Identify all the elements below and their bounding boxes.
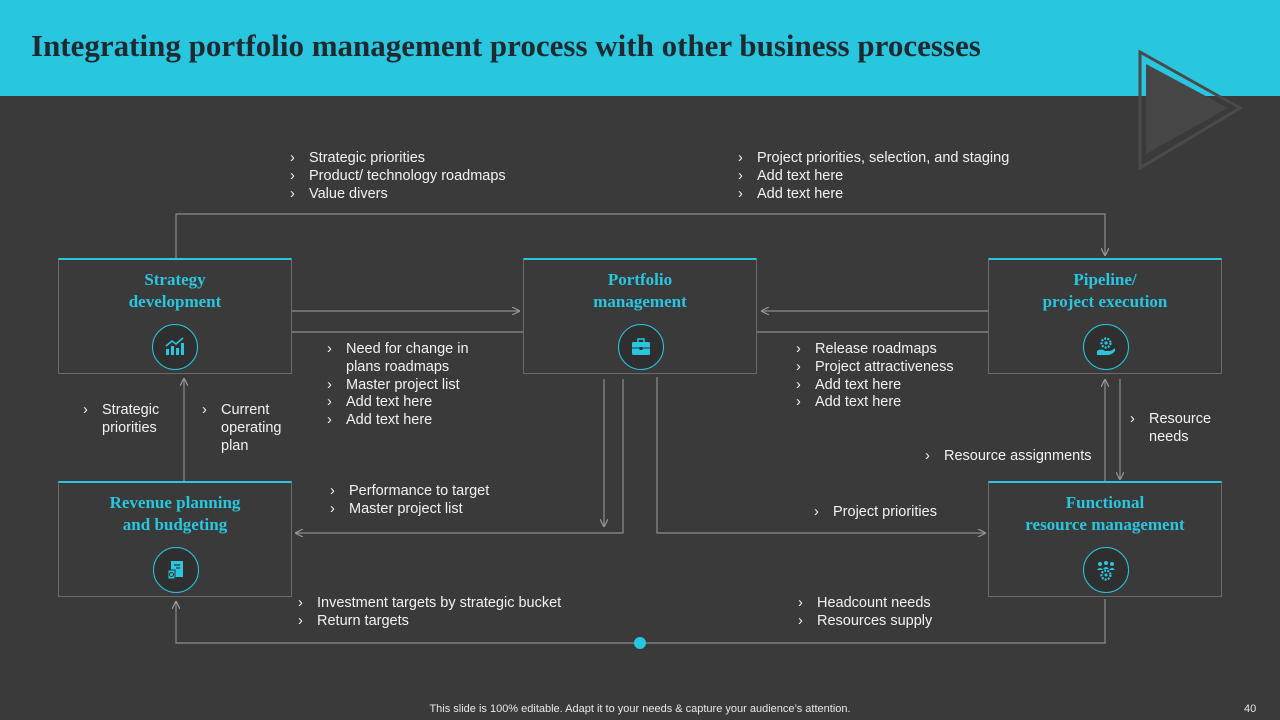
label-project-priorities: Project priorities: [814, 504, 974, 522]
briefcase-icon: [618, 324, 664, 370]
list-item: Add text here: [738, 168, 1038, 186]
revenue-planning-budgeting-box: Revenue planning and budgeting: [58, 481, 292, 597]
pipeline-project-execution-box: Pipeline/ project execution: [988, 258, 1222, 374]
portfolio-management-box: Portfolio management: [523, 258, 757, 374]
growth-chart-icon: [152, 324, 198, 370]
list-item: Master project list: [330, 501, 530, 519]
list-item: Master project list: [327, 377, 497, 395]
list-item: Performance to target: [330, 483, 530, 501]
connector-portfolio-to-functional: [656, 377, 985, 533]
hand-gear-icon: [1083, 324, 1129, 370]
team-gear-icon: [1083, 547, 1129, 593]
list-item: Strategic priorities: [83, 402, 173, 438]
page-number: 40: [1244, 703, 1257, 715]
list-item: Release roadmaps: [796, 341, 986, 359]
box-title: Revenue planning and budgeting: [109, 493, 241, 534]
label-top-left: Strategic priorities Product/ technology…: [290, 150, 550, 203]
footer-note: This slide is 100% editable. Adapt it to…: [429, 703, 851, 715]
box-title: Portfolio management: [593, 270, 687, 311]
list-item: Resource assignments: [925, 448, 1115, 466]
bottom-junction-dot: [634, 637, 646, 649]
label-portfolio-to-revenue: Performance to target Master project lis…: [330, 483, 530, 519]
list-item: Add text here: [327, 412, 497, 430]
list-item: Add text here: [796, 394, 986, 412]
label-resource-assignments: Resource assignments: [925, 448, 1115, 466]
label-pipeline-to-portfolio: Release roadmaps Project attractiveness …: [796, 341, 986, 412]
list-item: Add text here: [327, 394, 497, 412]
budget-document-icon: [153, 547, 199, 593]
list-item: Resource needs: [1130, 411, 1230, 447]
list-item: Project priorities, selection, and stagi…: [738, 150, 1038, 168]
label-bottom-left: Investment targets by strategic bucket R…: [298, 595, 588, 631]
label-top-right: Project priorities, selection, and stagi…: [738, 150, 1038, 203]
list-item: Investment targets by strategic bucket: [298, 595, 588, 613]
connector-portfolio-to-revenue: [296, 379, 624, 533]
list-item: Add text here: [738, 186, 1038, 204]
label-left-operating: Current operating plan: [202, 402, 292, 455]
title-bar: Integrating portfolio management process…: [0, 0, 1280, 96]
label-left-strategic: Strategic priorities: [83, 402, 173, 438]
strategy-development-box: Strategy development: [58, 258, 292, 374]
list-item: Add text here: [796, 377, 986, 395]
list-item: Value divers: [290, 186, 550, 204]
box-title: Functional resource management: [1025, 493, 1185, 534]
list-item: Project attractiveness: [796, 359, 986, 377]
list-item: Resources supply: [798, 613, 968, 631]
list-item: Strategic priorities: [290, 150, 550, 168]
connector-strategy-to-pipeline-top: [175, 213, 1105, 258]
box-title: Pipeline/ project execution: [1042, 270, 1168, 311]
label-strategy-to-portfolio: Need for change in plans roadmaps Master…: [327, 341, 497, 430]
box-title: Strategy development: [128, 270, 222, 311]
list-item: Return targets: [298, 613, 588, 631]
list-item: Product/ technology roadmaps: [290, 168, 550, 186]
label-bottom-right: Headcount needs Resources supply: [798, 595, 968, 631]
label-resource-needs: Resource needs: [1130, 411, 1230, 447]
slide-title: Integrating portfolio management process…: [31, 28, 981, 63]
play-triangle-decoration: [1138, 50, 1243, 170]
list-item: Headcount needs: [798, 595, 968, 613]
functional-resource-management-box: Functional resource management: [988, 481, 1222, 597]
list-item: Project priorities: [814, 504, 974, 522]
list-item: Need for change in plans roadmaps: [327, 341, 497, 377]
list-item: Current operating plan: [202, 402, 292, 455]
